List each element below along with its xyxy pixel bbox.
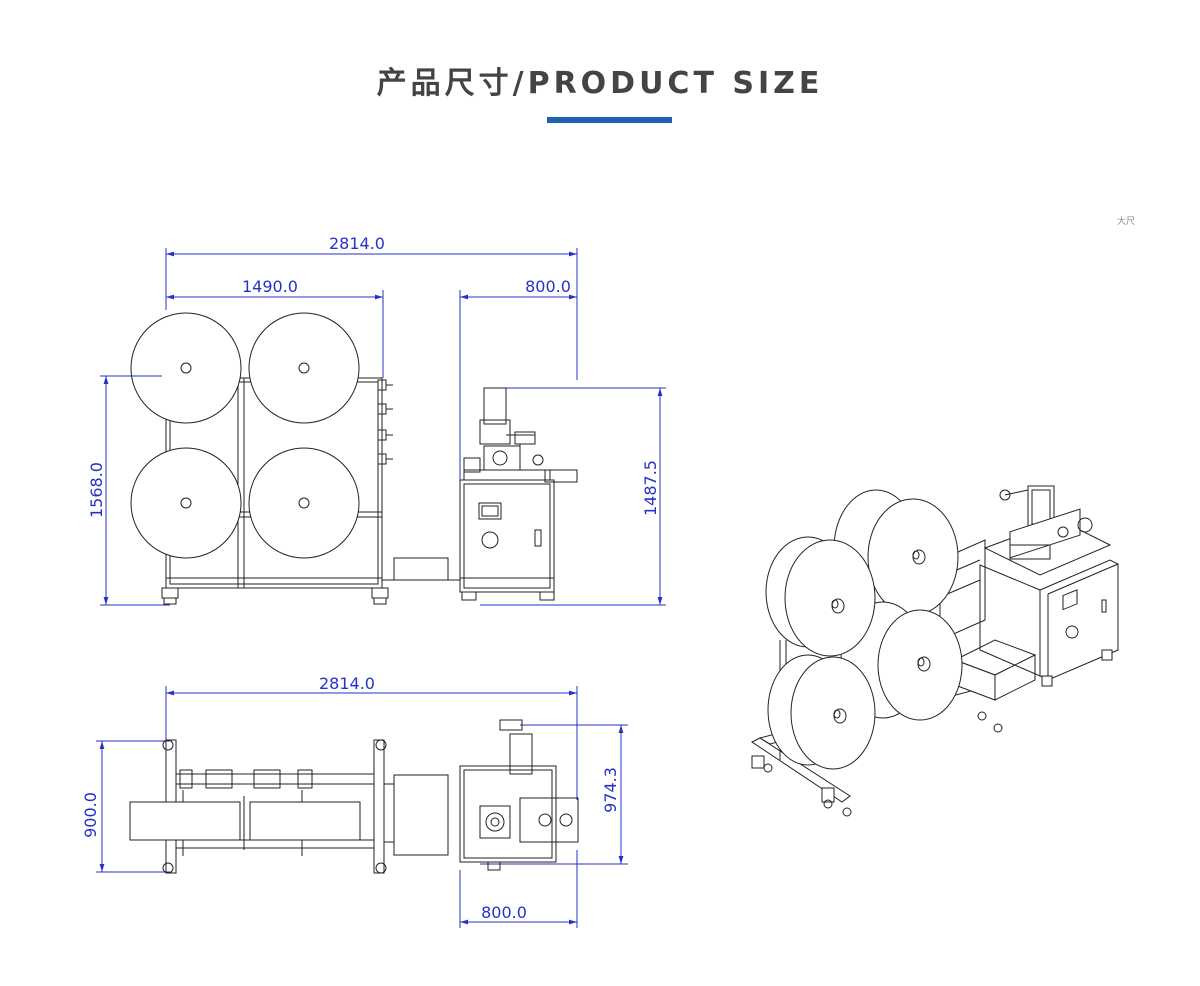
corner-mark: 大尺 <box>1117 215 1135 227</box>
front-unwinder-width-dim: 1490.0 <box>242 277 298 296</box>
front-machine-width-dim: 800.0 <box>525 277 571 296</box>
roll <box>130 312 242 424</box>
top-total-width-dim: 2814.0 <box>319 674 375 693</box>
iso-roll <box>767 654 876 770</box>
iso-roll <box>765 536 876 657</box>
front-height-left-dim: 1568.0 <box>87 462 106 518</box>
front-height-right-dim: 1487.5 <box>641 460 660 516</box>
roll-top <box>249 801 361 841</box>
machine-top <box>459 765 557 863</box>
top-depth-right-dim: 974.3 <box>601 767 620 813</box>
top-view: 2814.0 900.0 974.3 800.0 <box>81 674 628 928</box>
isometric-view: 大尺 <box>751 215 1135 817</box>
top-machine-width-dim: 800.0 <box>481 903 527 922</box>
top-depth-left-dim: 900.0 <box>81 792 100 838</box>
roll <box>130 447 242 559</box>
machine-cabinet <box>459 479 555 593</box>
roll <box>248 312 360 424</box>
title-underline <box>547 117 672 123</box>
front-total-width-dim: 2814.0 <box>329 234 385 253</box>
front-view: 2814.0 1490.0 800.0 1568.0 1487.5 <box>87 234 666 606</box>
roll <box>248 447 360 559</box>
roll-top <box>129 801 241 841</box>
page-title: 产品尺寸/PRODUCT SIZE <box>376 66 824 101</box>
